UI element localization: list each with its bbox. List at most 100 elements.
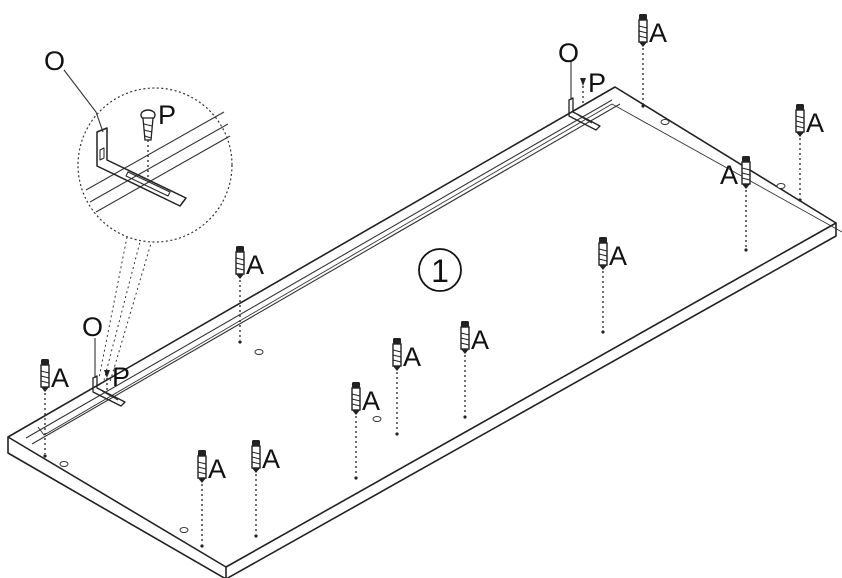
cam-bolt-head xyxy=(41,359,49,365)
cam-bolt-thread xyxy=(460,342,470,346)
detail-callout xyxy=(63,69,233,383)
label-a-7: A xyxy=(403,342,421,372)
step-number-badge: 1 xyxy=(418,248,462,292)
label-a-5: A xyxy=(609,241,627,271)
cam-bolt-thread xyxy=(235,267,245,271)
cam-bolt-target xyxy=(641,104,645,108)
label-o-right: O xyxy=(558,38,579,68)
label-a-9: A xyxy=(262,444,280,474)
cam-bolt-thread xyxy=(598,248,608,252)
label-a-4: A xyxy=(246,250,264,280)
cam-bolt-thread xyxy=(460,332,470,336)
cam-bolt-thread xyxy=(392,349,402,353)
label-a-10: A xyxy=(208,454,226,484)
cam-bolt-thread xyxy=(460,337,470,341)
cam-bolt-1: A xyxy=(638,14,667,108)
cam-bolt-thread xyxy=(235,257,245,261)
cam-bolt-4: A xyxy=(235,246,264,344)
label-o-callout: O xyxy=(44,46,65,76)
cam-bolt-target xyxy=(395,432,399,436)
label-p-callout: P xyxy=(158,100,176,130)
cam-bolt-thread xyxy=(392,359,402,363)
cam-bolt-head xyxy=(796,104,804,110)
label-a-11: A xyxy=(51,363,69,393)
cam-bolt-11: A xyxy=(40,359,69,458)
label-o-left: O xyxy=(82,312,103,342)
cam-bolt-tip xyxy=(461,349,469,354)
cam-bolt-10: A xyxy=(197,450,226,548)
cam-bolt-thread xyxy=(741,177,751,181)
cam-bolt-thread xyxy=(40,380,50,384)
cam-bolt-target xyxy=(798,198,802,202)
cam-bolt-tip xyxy=(41,387,49,392)
cam-bolt-tip xyxy=(796,132,804,137)
cam-bolt-thread xyxy=(638,35,648,39)
cam-bolt-thread xyxy=(795,125,805,129)
cam-bolt-target xyxy=(744,248,748,252)
label-a-3: A xyxy=(720,160,738,190)
cam-bolt-thread xyxy=(392,354,402,358)
cam-bolt-head xyxy=(352,382,360,388)
label-a-6: A xyxy=(471,325,489,355)
cam-bolt-thread xyxy=(251,451,261,455)
cam-bolt-target xyxy=(463,415,467,419)
cam-bolt-head xyxy=(236,246,244,252)
cam-bolt-head xyxy=(742,156,750,162)
cam-bolt-thread xyxy=(351,398,361,402)
cam-bolt-thread xyxy=(741,167,751,171)
cam-bolt-head xyxy=(393,338,401,344)
cam-bolt-thread xyxy=(235,262,245,266)
detail-screw-p xyxy=(140,109,156,178)
cam-bolt-head xyxy=(461,321,469,327)
cam-bolt-thread xyxy=(638,30,648,34)
cam-bolt-6: A xyxy=(460,321,489,419)
cam-bolt-thread xyxy=(197,471,207,475)
cam-bolt-thread xyxy=(351,403,361,407)
cam-bolt-target xyxy=(601,330,605,334)
cam-bolt-thread xyxy=(251,461,261,465)
cam-bolt-thread xyxy=(638,25,648,29)
cam-bolt-head xyxy=(639,14,647,20)
cam-bolt-tip xyxy=(198,478,206,483)
step-number: 1 xyxy=(431,253,449,289)
screw-p-right xyxy=(580,78,586,106)
bracket-o-left xyxy=(92,375,126,407)
cam-bolt-thread xyxy=(40,375,50,379)
cam-bolt-target xyxy=(200,544,204,548)
cam-bolt-2: A xyxy=(795,104,824,202)
cam-bolt-thread xyxy=(351,393,361,397)
screw-p-left xyxy=(104,370,110,392)
cam-bolt-tip xyxy=(742,184,750,189)
cam-bolt-tip xyxy=(393,366,401,371)
label-a-8: A xyxy=(362,386,380,416)
bracket-o-right xyxy=(568,97,601,131)
cam-bolt-tip xyxy=(352,410,360,415)
cam-bolt-tip xyxy=(599,265,607,270)
cam-bolt-thread xyxy=(40,370,50,374)
label-p-right: P xyxy=(588,68,606,98)
cam-bolt-tip xyxy=(236,274,244,279)
cam-bolt-thread xyxy=(197,461,207,465)
cam-bolt-5: A xyxy=(598,237,627,334)
label-a-2: A xyxy=(806,108,824,138)
cam-bolt-7: A xyxy=(392,338,421,436)
cam-bolt-tip xyxy=(639,42,647,47)
cam-bolt-target xyxy=(354,476,358,480)
text-labels: O P O P O P xyxy=(44,38,606,392)
cam-bolt-thread xyxy=(795,115,805,119)
cam-bolt-target xyxy=(43,454,47,458)
cam-bolt-thread xyxy=(741,172,751,176)
cam-bolt-head xyxy=(599,237,607,243)
cam-bolt-3: A xyxy=(720,156,751,252)
cam-bolt-thread xyxy=(598,258,608,262)
cam-bolt-target xyxy=(238,340,242,344)
cam-bolt-thread xyxy=(251,456,261,460)
cam-bolt-thread xyxy=(795,120,805,124)
cam-bolt-tip xyxy=(252,468,260,473)
cam-bolt-thread xyxy=(598,253,608,257)
cam-bolt-9: A xyxy=(251,440,280,538)
panel xyxy=(7,86,842,578)
cam-bolt-target xyxy=(254,534,258,538)
cam-bolt-8: A xyxy=(351,382,380,480)
